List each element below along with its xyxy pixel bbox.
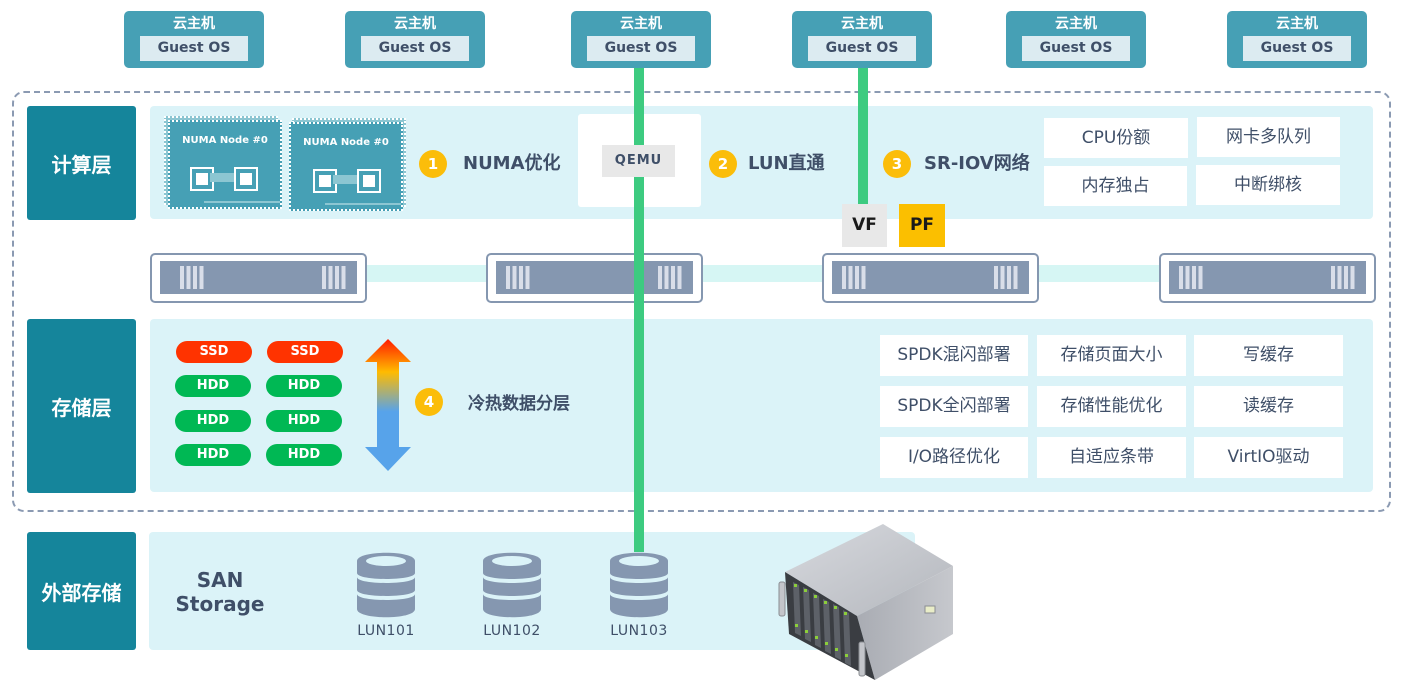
vm-2[interactable]: 云主机 Guest OS (345, 11, 485, 68)
numa-node-title: NUMA Node #0 (182, 135, 268, 146)
pf-box: PF (899, 204, 945, 247)
lun-102[interactable]: LUN102 (481, 551, 543, 639)
switch-ports (658, 266, 683, 289)
lun-103[interactable]: LUN103 (608, 551, 670, 639)
numa-bus (204, 201, 280, 203)
feature-tiering-title: 冷热数据分层 (468, 394, 570, 414)
vm-title: 云主机 (620, 16, 662, 32)
network-switch-3 (822, 253, 1039, 303)
qemu-box: QEMU (602, 145, 675, 177)
vm-6[interactable]: 云主机 Guest OS (1227, 11, 1367, 68)
chip-link (210, 173, 236, 182)
host-container (12, 91, 1391, 512)
hot-cold-arrow-icon (365, 339, 411, 471)
feature-badge-2: 2 (709, 150, 737, 178)
ssd-disk: SSD (176, 341, 252, 363)
feature-lun-title: LUN直通 (748, 153, 825, 174)
tag-write-cache: 写缓存 (1194, 335, 1343, 376)
guest-os-label: Guest OS (140, 36, 248, 61)
tag-storage-perf: 存储性能优化 (1037, 386, 1186, 427)
ssd-disk: SSD (267, 341, 343, 363)
lun-label: LUN102 (483, 623, 541, 639)
feature-sriov-title: SR-IOV网络 (924, 153, 1030, 174)
tag-page-size: 存储页面大小 (1037, 335, 1186, 376)
storage-layer-label: 存储层 (27, 319, 136, 493)
tag-cpu-quota: CPU份额 (1044, 118, 1188, 158)
hdd-disk: HDD (266, 444, 342, 466)
compute-layer-label: 计算层 (27, 106, 136, 220)
vm-title: 云主机 (1276, 16, 1318, 32)
vm-1[interactable]: 云主机 Guest OS (124, 11, 264, 68)
vm-title: 云主机 (173, 16, 215, 32)
hdd-disk: HDD (175, 375, 251, 397)
switch-ports (1179, 266, 1204, 289)
lun-passthrough-path (634, 68, 644, 552)
tag-virtio-driver: VirtIO驱动 (1194, 437, 1343, 478)
guest-os-label: Guest OS (1022, 36, 1130, 61)
vm-title: 云主机 (394, 16, 436, 32)
hdd-disk: HDD (175, 444, 251, 466)
feature-badge-3: 3 (883, 150, 911, 178)
database-icon (483, 552, 541, 618)
network-switch-1 (150, 253, 367, 303)
hdd-disk: HDD (266, 410, 342, 432)
hdd-disk: HDD (175, 410, 251, 432)
vm-3[interactable]: 云主机 Guest OS (571, 11, 711, 68)
lun-101[interactable]: LUN101 (355, 551, 417, 639)
numa-node-1: NUMA Node #0 (168, 120, 282, 209)
tag-irq-affinity: 中断绑核 (1196, 165, 1340, 205)
tag-spdk-hybrid: SPDK混闪部署 (880, 335, 1028, 376)
feature-badge-1: 1 (419, 150, 447, 178)
vm-5[interactable]: 云主机 Guest OS (1006, 11, 1146, 68)
database-icon (610, 552, 668, 618)
cpu-chip-icon (357, 169, 381, 193)
feature-badge-4: 4 (415, 388, 443, 416)
switch-ports (842, 266, 867, 289)
server-chassis-icon (778, 524, 953, 680)
lun-label: LUN101 (357, 623, 415, 639)
hdd-disk: HDD (266, 375, 342, 397)
numa-bus (325, 203, 401, 205)
network-switch-2 (486, 253, 703, 303)
guest-os-label: Guest OS (808, 36, 916, 61)
switch-ports (1331, 266, 1356, 289)
guest-os-label: Guest OS (587, 36, 695, 61)
guest-os-label: Guest OS (361, 36, 469, 61)
switch-ports (180, 266, 205, 289)
san-title-line1: SAN (196, 568, 244, 592)
san-title-line2: Storage (175, 592, 265, 616)
numa-node-title: NUMA Node #0 (303, 137, 389, 148)
network-switch-4 (1159, 253, 1376, 303)
sriov-path (858, 68, 868, 204)
tag-memory-exclusive: 内存独占 (1044, 166, 1187, 206)
tag-nic-multiqueue: 网卡多队列 (1197, 117, 1340, 157)
vm-title: 云主机 (841, 16, 883, 32)
numa-node-2: NUMA Node #0 (289, 122, 403, 211)
external-storage-label: 外部存储 (27, 532, 136, 650)
tag-read-cache: 读缓存 (1194, 386, 1343, 427)
tag-adaptive-stripe: 自适应条带 (1037, 437, 1186, 478)
database-icon (357, 552, 415, 618)
vm-4[interactable]: 云主机 Guest OS (792, 11, 932, 68)
cpu-chip-icon (234, 167, 258, 191)
switch-ports (322, 266, 347, 289)
tag-io-path: I/O路径优化 (880, 437, 1028, 478)
feature-numa-title: NUMA优化 (463, 153, 561, 174)
vm-title: 云主机 (1055, 16, 1097, 32)
san-storage-title: SAN Storage (160, 568, 280, 616)
chip-link (333, 175, 359, 184)
tag-spdk-allflash: SPDK全闪部署 (880, 386, 1028, 427)
vf-box: VF (842, 204, 887, 247)
lun-label: LUN103 (610, 623, 668, 639)
guest-os-label: Guest OS (1243, 36, 1351, 61)
network-link (360, 265, 1165, 282)
switch-ports (994, 266, 1019, 289)
switch-ports (506, 266, 531, 289)
